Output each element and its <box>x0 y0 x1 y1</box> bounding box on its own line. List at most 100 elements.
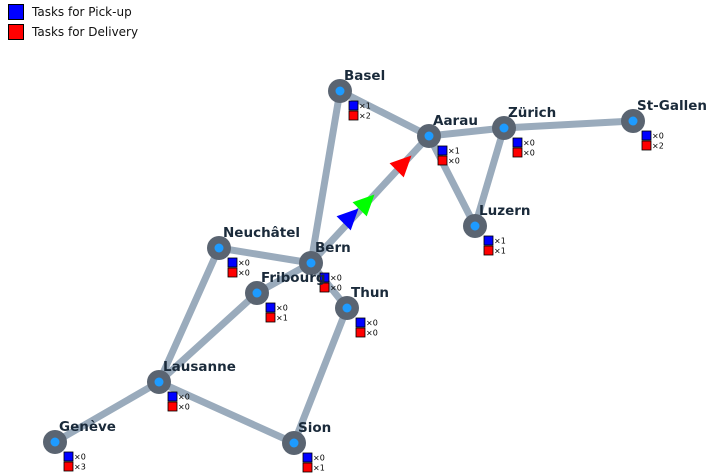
pickup-count: ×0 <box>313 454 325 463</box>
delivery-count: ×3 <box>74 463 86 472</box>
city-node-dot <box>306 258 316 268</box>
delivery-box <box>348 110 359 121</box>
pickup-count: ×0 <box>238 259 250 268</box>
delivery-box <box>319 282 330 293</box>
delivery-count: ×1 <box>313 464 325 473</box>
road-zurich-luzern <box>471 124 508 230</box>
delivery-box <box>63 461 74 472</box>
city-node-dot <box>214 243 224 253</box>
delivery-box <box>167 401 178 412</box>
city-zurich[interactable]: Zürich ×0×0 <box>492 105 556 158</box>
road-thun-sion <box>290 304 351 447</box>
pickup-count: ×1 <box>359 102 371 111</box>
road-lausanne-geneve <box>51 378 163 446</box>
pickup-swatch <box>8 4 24 20</box>
delivery-count: ×0 <box>238 269 250 278</box>
city-neuchatel[interactable]: Neuchâtel ×0×0 <box>207 225 300 278</box>
pickup-box <box>265 302 276 313</box>
city-node-dot <box>50 437 60 447</box>
delivery-count: ×0 <box>448 157 460 166</box>
city-label: Lausanne <box>163 359 236 375</box>
delivery-box <box>483 245 494 256</box>
pickup-count: ×0 <box>330 274 342 283</box>
city-node-dot <box>628 116 638 126</box>
green-vehicle <box>352 194 375 217</box>
pickup-box <box>483 235 494 246</box>
vehicles-layer <box>336 155 412 231</box>
road-zurich-st-gallen <box>500 117 637 132</box>
pickup-count: ×0 <box>366 319 378 328</box>
city-node-dot <box>335 86 345 96</box>
city-sion[interactable]: Sion×0×1 <box>282 420 331 473</box>
delivery-count: ×0 <box>330 284 342 293</box>
delivery-box <box>641 140 652 151</box>
delivery-count: ×0 <box>366 329 378 338</box>
city-label: Genève <box>59 419 116 435</box>
road-aarau-luzern <box>425 132 479 230</box>
pickup-count: ×0 <box>652 132 664 141</box>
city-label: Bern <box>315 240 351 256</box>
road-neuchatel-lausanne <box>155 244 223 386</box>
pickup-count: ×0 <box>178 393 190 402</box>
red-vehicle <box>389 155 412 178</box>
pickup-box <box>512 137 523 148</box>
city-node-dot <box>289 438 299 448</box>
delivery-count: ×0 <box>178 403 190 412</box>
city-lausanne[interactable]: Lausanne ×0×0 <box>147 359 236 412</box>
city-label: Neuchâtel <box>223 225 300 241</box>
city-bern[interactable]: Bern ×0×0 <box>299 240 351 293</box>
legend: Tasks for Pick-up Tasks for Delivery <box>8 2 138 42</box>
delivery-count: ×2 <box>359 112 371 121</box>
city-thun[interactable]: Thun×0×0 <box>335 285 389 338</box>
legend-delivery: Tasks for Delivery <box>8 22 138 42</box>
road-aarau-zurich <box>425 124 508 140</box>
road-lausanne-sion <box>155 378 298 447</box>
city-label: Fribourg <box>261 270 326 286</box>
pickup-box <box>302 452 313 463</box>
legend-pickup-label: Tasks for Pick-up <box>32 5 132 19</box>
city-node-dot <box>252 288 262 298</box>
road-basel-bern <box>307 87 344 267</box>
legend-pickup: Tasks for Pick-up <box>8 2 138 22</box>
delivery-swatch <box>8 24 24 40</box>
city-node-dot <box>424 131 434 141</box>
legend-delivery-label: Tasks for Delivery <box>32 25 139 39</box>
delivery-box <box>512 147 523 158</box>
city-st-gallen[interactable]: St-Gallen ×0×2 <box>621 98 707 151</box>
pickup-box <box>437 145 448 156</box>
city-basel[interactable]: Basel ×1×2 <box>328 68 385 121</box>
delivery-count: ×1 <box>276 314 288 323</box>
delivery-box <box>265 312 276 323</box>
pickup-count: ×1 <box>448 147 460 156</box>
city-label: Zürich <box>508 105 556 121</box>
city-luzern[interactable]: Luzern×1×1 <box>463 203 531 256</box>
pickup-box <box>227 257 238 268</box>
pickup-count: ×1 <box>494 237 506 246</box>
delivery-count: ×0 <box>523 149 535 158</box>
city-label: Aarau <box>433 113 478 129</box>
pickup-count: ×0 <box>74 453 86 462</box>
pickup-box <box>319 272 330 283</box>
city-label: St-Gallen <box>637 98 707 114</box>
city-geneve[interactable]: Genève ×0×3 <box>43 419 116 472</box>
delivery-count: ×2 <box>652 142 664 151</box>
city-aarau[interactable]: Aarau ×1×0 <box>417 113 478 166</box>
delivery-box <box>302 462 313 473</box>
blue-vehicle <box>336 208 359 231</box>
pickup-count: ×0 <box>523 139 535 148</box>
pickup-box <box>348 100 359 111</box>
roads-layer <box>51 87 637 447</box>
city-fribourg[interactable]: Fribourg×0×1 <box>245 270 326 323</box>
city-node-dot <box>499 123 509 133</box>
delivery-box <box>355 327 366 338</box>
city-label: Basel <box>344 68 385 84</box>
delivery-count: ×1 <box>494 247 506 256</box>
city-node-dot <box>470 221 480 231</box>
pickup-box <box>641 130 652 141</box>
city-node-dot <box>154 377 164 387</box>
road-fribourg-lausanne <box>155 289 261 386</box>
pickup-box <box>63 451 74 462</box>
road-basel-aarau <box>336 87 433 140</box>
